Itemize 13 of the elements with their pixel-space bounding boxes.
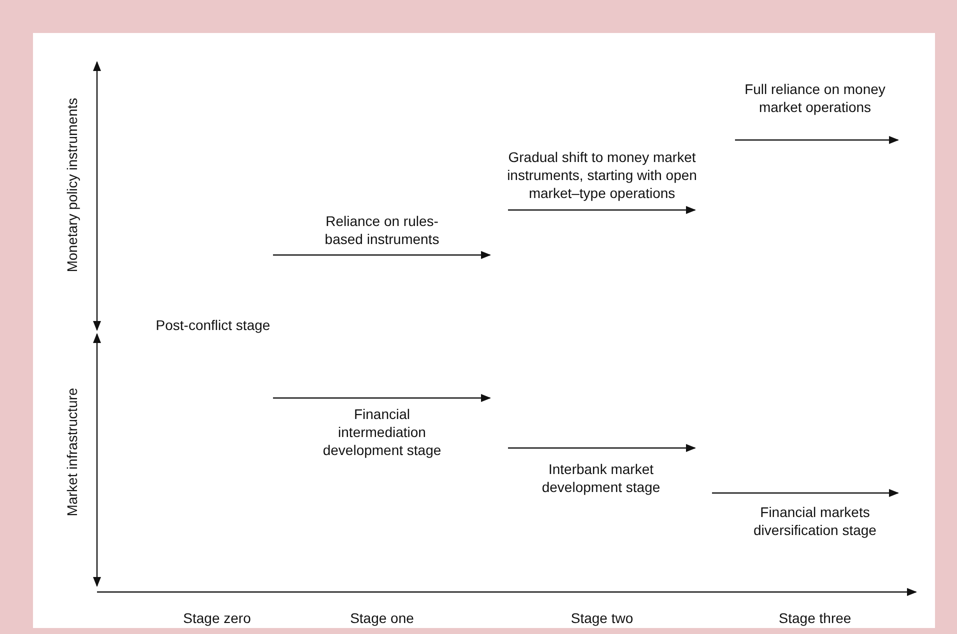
axis-tick-label: Stage one: [349, 609, 415, 627]
axis-label: Market infrastructure: [63, 388, 82, 516]
axis-tick-label: Stage three: [778, 609, 852, 627]
stage-description: Gradual shift to money market instruments, starting with open market–type operations: [506, 148, 698, 202]
stage-description: Interbank market development stage: [540, 460, 662, 496]
axis-tick-label: Stage zero: [182, 609, 252, 627]
stage-description: Full reliance on money market operations: [744, 80, 886, 116]
axis-tick-label: Stage two: [570, 609, 634, 627]
stage-description: Reliance on rules-based instruments: [324, 212, 440, 248]
axis-label: Monetary policy instruments: [63, 98, 82, 272]
stage-description: Financial markets diversification stage: [752, 503, 878, 539]
stage-label: Post-conflict stage: [154, 316, 272, 334]
stage-description: Financial intermediation development stage: [322, 405, 442, 459]
